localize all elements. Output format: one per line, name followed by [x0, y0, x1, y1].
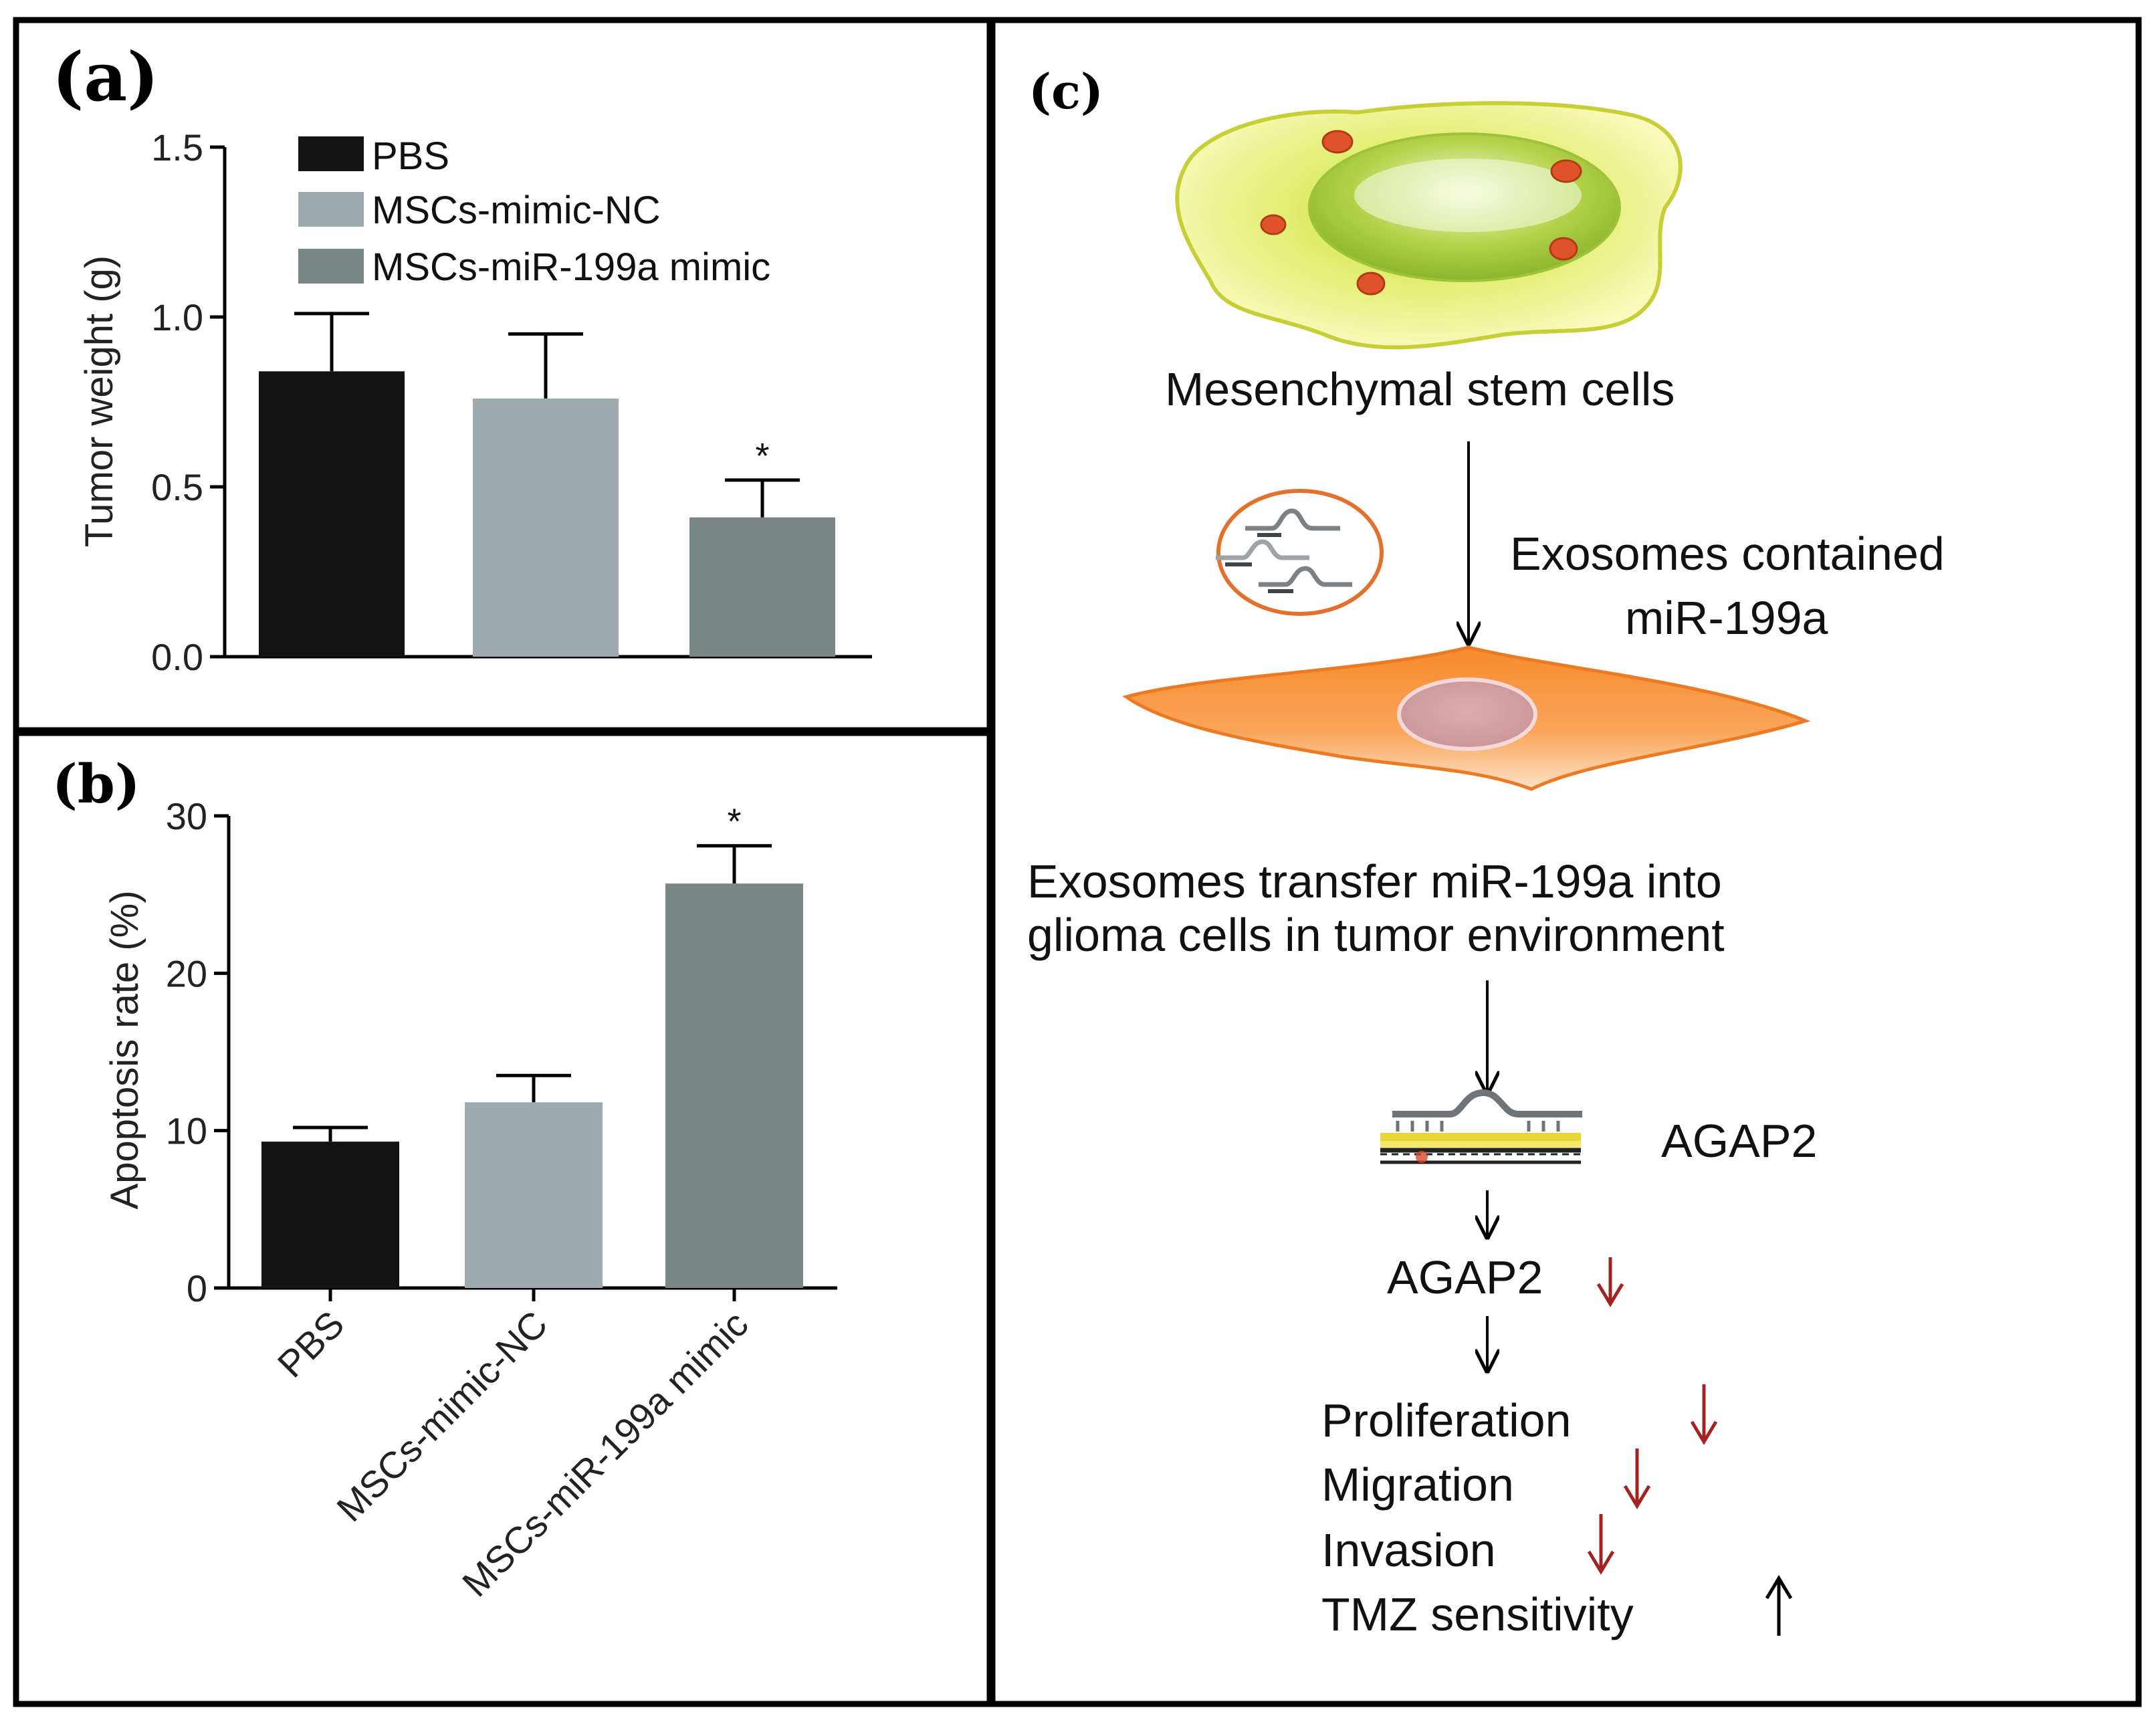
- bar-pbs: [261, 1142, 399, 1288]
- transfer-label-line2: glioma cells in tumor environment: [1027, 909, 1725, 961]
- significance-marker-mscs-mir-199a-mimic: *: [755, 436, 769, 476]
- panel-a-label: (a): [52, 37, 158, 116]
- exosome-vesicle-icon: [1216, 489, 1384, 616]
- y-tick-label: 0: [187, 1267, 207, 1309]
- agap2-down-arrowhead: [1596, 1283, 1624, 1307]
- msc-label: Mesenchymal stem cells: [1165, 363, 1675, 415]
- y-tick-label: 30: [166, 795, 207, 837]
- chart-tumor-weight: Tumor weight (g) 0.0 0.5 1.0 1.5 * PBS MSCs…: [78, 126, 872, 678]
- legend-swatch-mimic-nc: [298, 192, 364, 227]
- chart-apoptosis-rate: Apoptosis rate (%) 0 10 20 30 * PBSMSCs-mim…: [103, 795, 837, 1604]
- effect-label-invasion: Invasion: [1321, 1524, 1496, 1576]
- exosome-label-line1: Exosomes contained: [1510, 528, 1945, 580]
- panel-c-label: (c): [1029, 63, 1103, 120]
- effect-arrowhead-invasion: [1587, 1550, 1615, 1575]
- x-tick-label-pbs: PBS: [270, 1303, 352, 1386]
- exosome-label-line2: miR-199a: [1625, 592, 1828, 644]
- glioma-cell-icon: [1122, 645, 1811, 791]
- effect-arrowhead-tmz-sensitivity: [1765, 1575, 1793, 1600]
- y-tick-label: 10: [166, 1110, 207, 1152]
- frame-panel-c: [986, 17, 2142, 1707]
- mirna-mrna-binding-icon: [1380, 1089, 1582, 1164]
- bar-pbs: [259, 371, 405, 657]
- legend-swatch-mir199a: [298, 249, 364, 284]
- effect-arrowhead-migration: [1623, 1485, 1651, 1509]
- exosome-dot: [1550, 159, 1582, 183]
- significance-marker-mscs-mir-199a-mimic: *: [727, 802, 741, 842]
- effect-label-proliferation: Proliferation: [1321, 1394, 1572, 1446]
- legend-label-mimic-nc: MSCs-mimic-NC: [372, 189, 661, 232]
- exosome-dot: [1549, 237, 1578, 261]
- y-tick-label: 0.5: [151, 466, 203, 508]
- bar-mscs-mir-199a-mimic: [689, 517, 835, 657]
- exosome-dot: [1356, 272, 1386, 296]
- y-tick-label: 1.5: [151, 126, 203, 169]
- y-tick-label: 20: [166, 952, 207, 994]
- x-tick-label-mscs-mimic-nc: MSCs-mimic-NC: [328, 1303, 555, 1529]
- bar-mscs-mimic-nc: [473, 398, 619, 657]
- effect-label-migration: Migration: [1321, 1459, 1514, 1511]
- panel-b-label: (b): [52, 752, 140, 815]
- transfer-label-line1: Exosomes transfer miR-199a into: [1027, 855, 1722, 907]
- exosome-dot: [1321, 130, 1354, 154]
- target-gene-label: AGAP2: [1661, 1115, 1817, 1167]
- effect-arrowhead-proliferation: [1690, 1420, 1718, 1445]
- legend-label-mir199a: MSCs-miR-199a mimic: [372, 245, 770, 289]
- bar-mscs-mimic-nc: [465, 1102, 603, 1288]
- y-tick-label: 1.0: [151, 296, 203, 338]
- agap2-label: AGAP2: [1387, 1251, 1543, 1303]
- y-tick-label: 0.0: [151, 636, 203, 678]
- bar-mscs-mir-199a-mimic: [665, 883, 803, 1288]
- chart-b-y-axis-label: Apoptosis rate (%): [103, 890, 146, 1209]
- chart-a-y-axis-label: Tumor weight (g): [78, 255, 121, 547]
- legend-label-pbs: PBS: [372, 134, 449, 178]
- mechanism-diagram: Mesenchymal stem cells Exosomes containe…: [1027, 101, 1945, 1640]
- exosome-dot: [1260, 214, 1287, 235]
- legend-swatch-pbs: [298, 136, 364, 171]
- mesenchymal-stem-cell-icon: [1175, 101, 1683, 350]
- effect-label-tmz-sensitivity: TMZ sensitivity: [1321, 1588, 1634, 1640]
